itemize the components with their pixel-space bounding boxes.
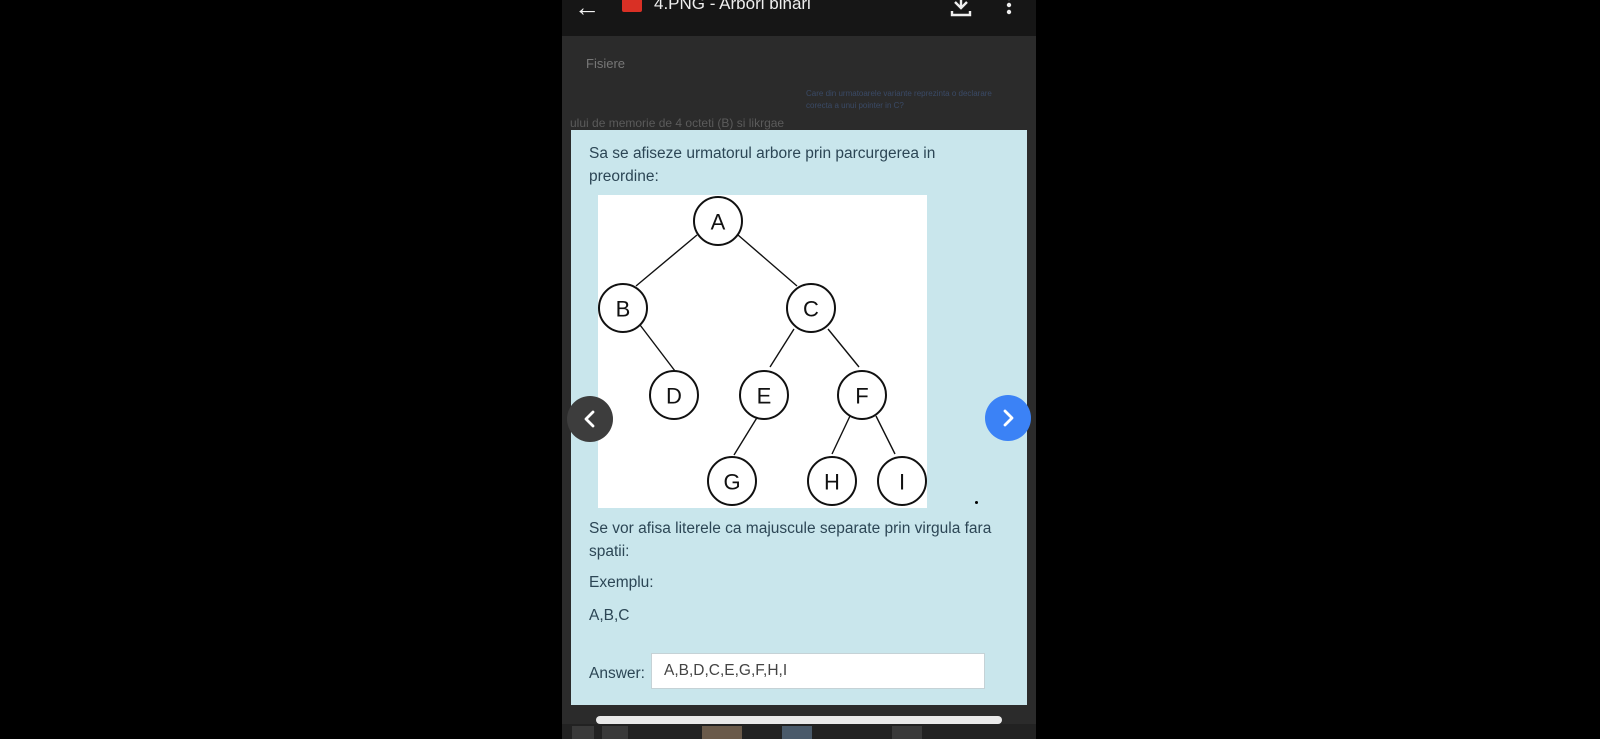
node-d-label: D xyxy=(666,384,682,409)
node-e xyxy=(739,370,789,420)
cursor-dot xyxy=(975,501,978,504)
chevron-right-icon xyxy=(1003,409,1014,427)
node-b-label: B xyxy=(616,297,631,322)
phone-screen: Fisiere Care din urmatoarele variante re… xyxy=(562,0,1036,739)
background-note: Care din urmatoarele variante reprezinta… xyxy=(806,89,992,110)
node-h-label: H xyxy=(824,470,840,495)
node-f xyxy=(837,370,887,420)
next-button[interactable] xyxy=(985,395,1031,441)
edge-f-h xyxy=(831,415,851,455)
download-button[interactable] xyxy=(947,0,975,20)
chevron-left-icon xyxy=(584,410,595,428)
background-folder-label: Fisiere xyxy=(586,56,626,71)
back-arrow-icon: ← xyxy=(574,0,600,22)
question-prompt: Sa se afiseze urmatorul arbore prin parc… xyxy=(589,145,936,185)
previous-button[interactable] xyxy=(567,396,613,442)
node-g xyxy=(707,456,757,506)
binary-tree-image: A B C D E F G H I xyxy=(598,195,927,508)
binary-tree-diagram: A B C D E F G H I xyxy=(598,196,927,506)
answer-input[interactable] xyxy=(651,653,985,689)
horizontal-scrollbar[interactable] xyxy=(596,716,1002,724)
node-a-label: A xyxy=(711,210,726,235)
node-b xyxy=(598,283,648,333)
taskbar xyxy=(562,724,1036,739)
more-vert-icon xyxy=(1006,0,1012,15)
image-file-icon xyxy=(622,0,642,12)
edge-e-g xyxy=(733,415,759,456)
edge-f-i xyxy=(875,415,896,455)
node-i xyxy=(877,456,927,506)
viewer-toolbar: ← 4.PNG - Arbori binari xyxy=(562,0,1036,36)
node-a xyxy=(693,196,743,246)
node-c-label: C xyxy=(803,297,819,322)
taskbar-item[interactable] xyxy=(572,726,594,739)
edge-c-f xyxy=(827,328,860,368)
node-i-label: I xyxy=(899,470,905,495)
file-name: 4.PNG - Arbori binari xyxy=(654,0,811,13)
edge-c-e xyxy=(769,328,795,368)
answer-label: Answer: xyxy=(589,665,645,682)
node-g-label: G xyxy=(723,470,740,495)
background-text: ului de memorie de 4 octeti (B) si likrg… xyxy=(570,116,785,130)
taskbar-item[interactable] xyxy=(782,726,812,739)
question-card: Sa se afiseze urmatorul arbore prin parc… xyxy=(571,130,1027,705)
node-c xyxy=(786,283,836,333)
example-value: A,B,C xyxy=(589,607,630,624)
question-instructions: Se vor afisa literele ca majuscule separ… xyxy=(589,520,992,560)
node-e-label: E xyxy=(757,384,772,409)
download-icon xyxy=(950,0,972,17)
taskbar-item[interactable] xyxy=(702,726,742,739)
edge-a-c xyxy=(737,234,798,287)
taskbar-item[interactable] xyxy=(892,726,922,739)
taskbar-item[interactable] xyxy=(602,726,628,739)
node-h xyxy=(807,456,857,506)
back-button[interactable]: ← xyxy=(574,0,604,22)
edge-b-d xyxy=(636,320,676,372)
edge-a-b xyxy=(635,234,698,287)
example-label: Exemplu: xyxy=(589,574,654,591)
more-options-button[interactable] xyxy=(999,0,1019,20)
node-f-label: F xyxy=(855,384,868,409)
node-d xyxy=(649,370,699,420)
